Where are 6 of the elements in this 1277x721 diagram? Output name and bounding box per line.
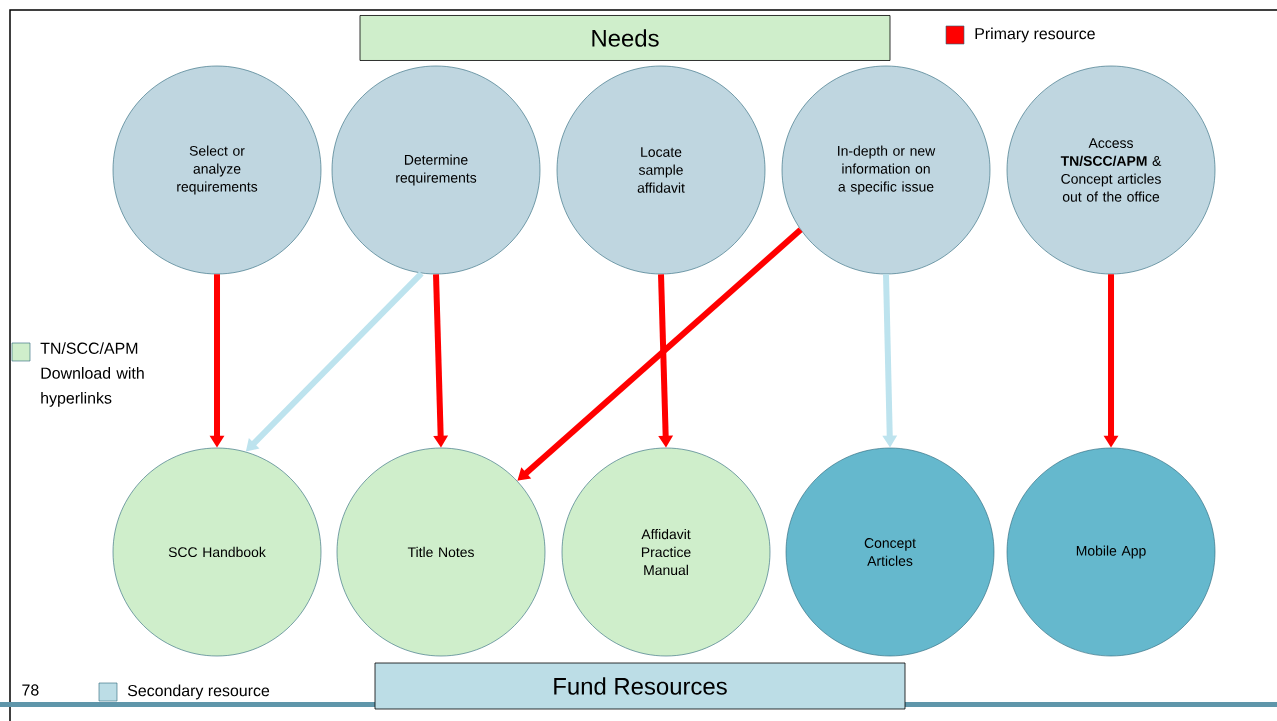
page-number: 78 — [22, 684, 39, 696]
legend-label: Primary resource — [975, 27, 1095, 43]
header-band: Needs — [359, 15, 891, 61]
header-band: Fund Resources — [374, 662, 906, 710]
legend-label: Secondary resource — [127, 684, 270, 700]
legend-label: TN/SCC/APM Download with hyperlinks — [40, 342, 144, 407]
